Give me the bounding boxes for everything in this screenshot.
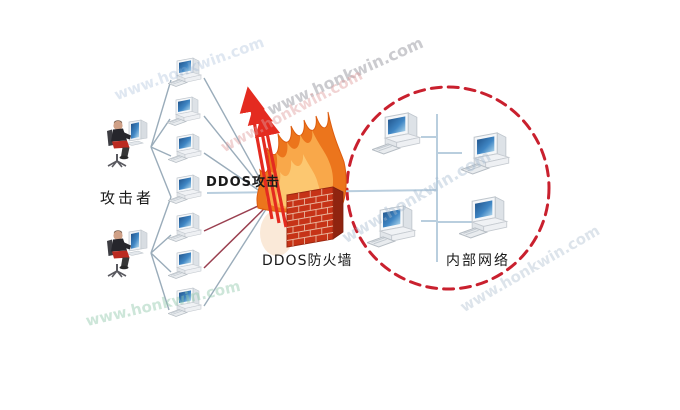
internal-network-boundary-circle xyxy=(345,85,551,291)
firewall-label: DDOS防火墙 xyxy=(262,253,353,269)
zombie-pc-icon xyxy=(168,249,202,279)
ddos-attack-label: DDOS攻击 xyxy=(206,175,280,190)
zombie-pc-icon xyxy=(168,212,202,242)
attacker-icon xyxy=(106,119,148,168)
attacker-icon xyxy=(106,229,148,278)
internal-pc-icon xyxy=(372,112,421,155)
zombie-pc-icon xyxy=(167,96,201,126)
zombie-pc-icon xyxy=(168,287,202,317)
attacker-label: 攻击者 xyxy=(100,189,155,207)
zombie-computers xyxy=(167,57,202,317)
zombie-pc-icon xyxy=(168,133,202,163)
firewall-brick-wall xyxy=(285,186,345,248)
zombie-pc-icon xyxy=(168,57,202,87)
internal-pc-icon xyxy=(459,196,508,239)
internal-pc-icon xyxy=(367,205,416,248)
ddos-attack-arrows xyxy=(239,86,288,228)
internal-pc-icon xyxy=(461,132,510,175)
zombie-pc-icon xyxy=(168,174,202,204)
internal-network-label: 内部网络 xyxy=(446,253,510,269)
